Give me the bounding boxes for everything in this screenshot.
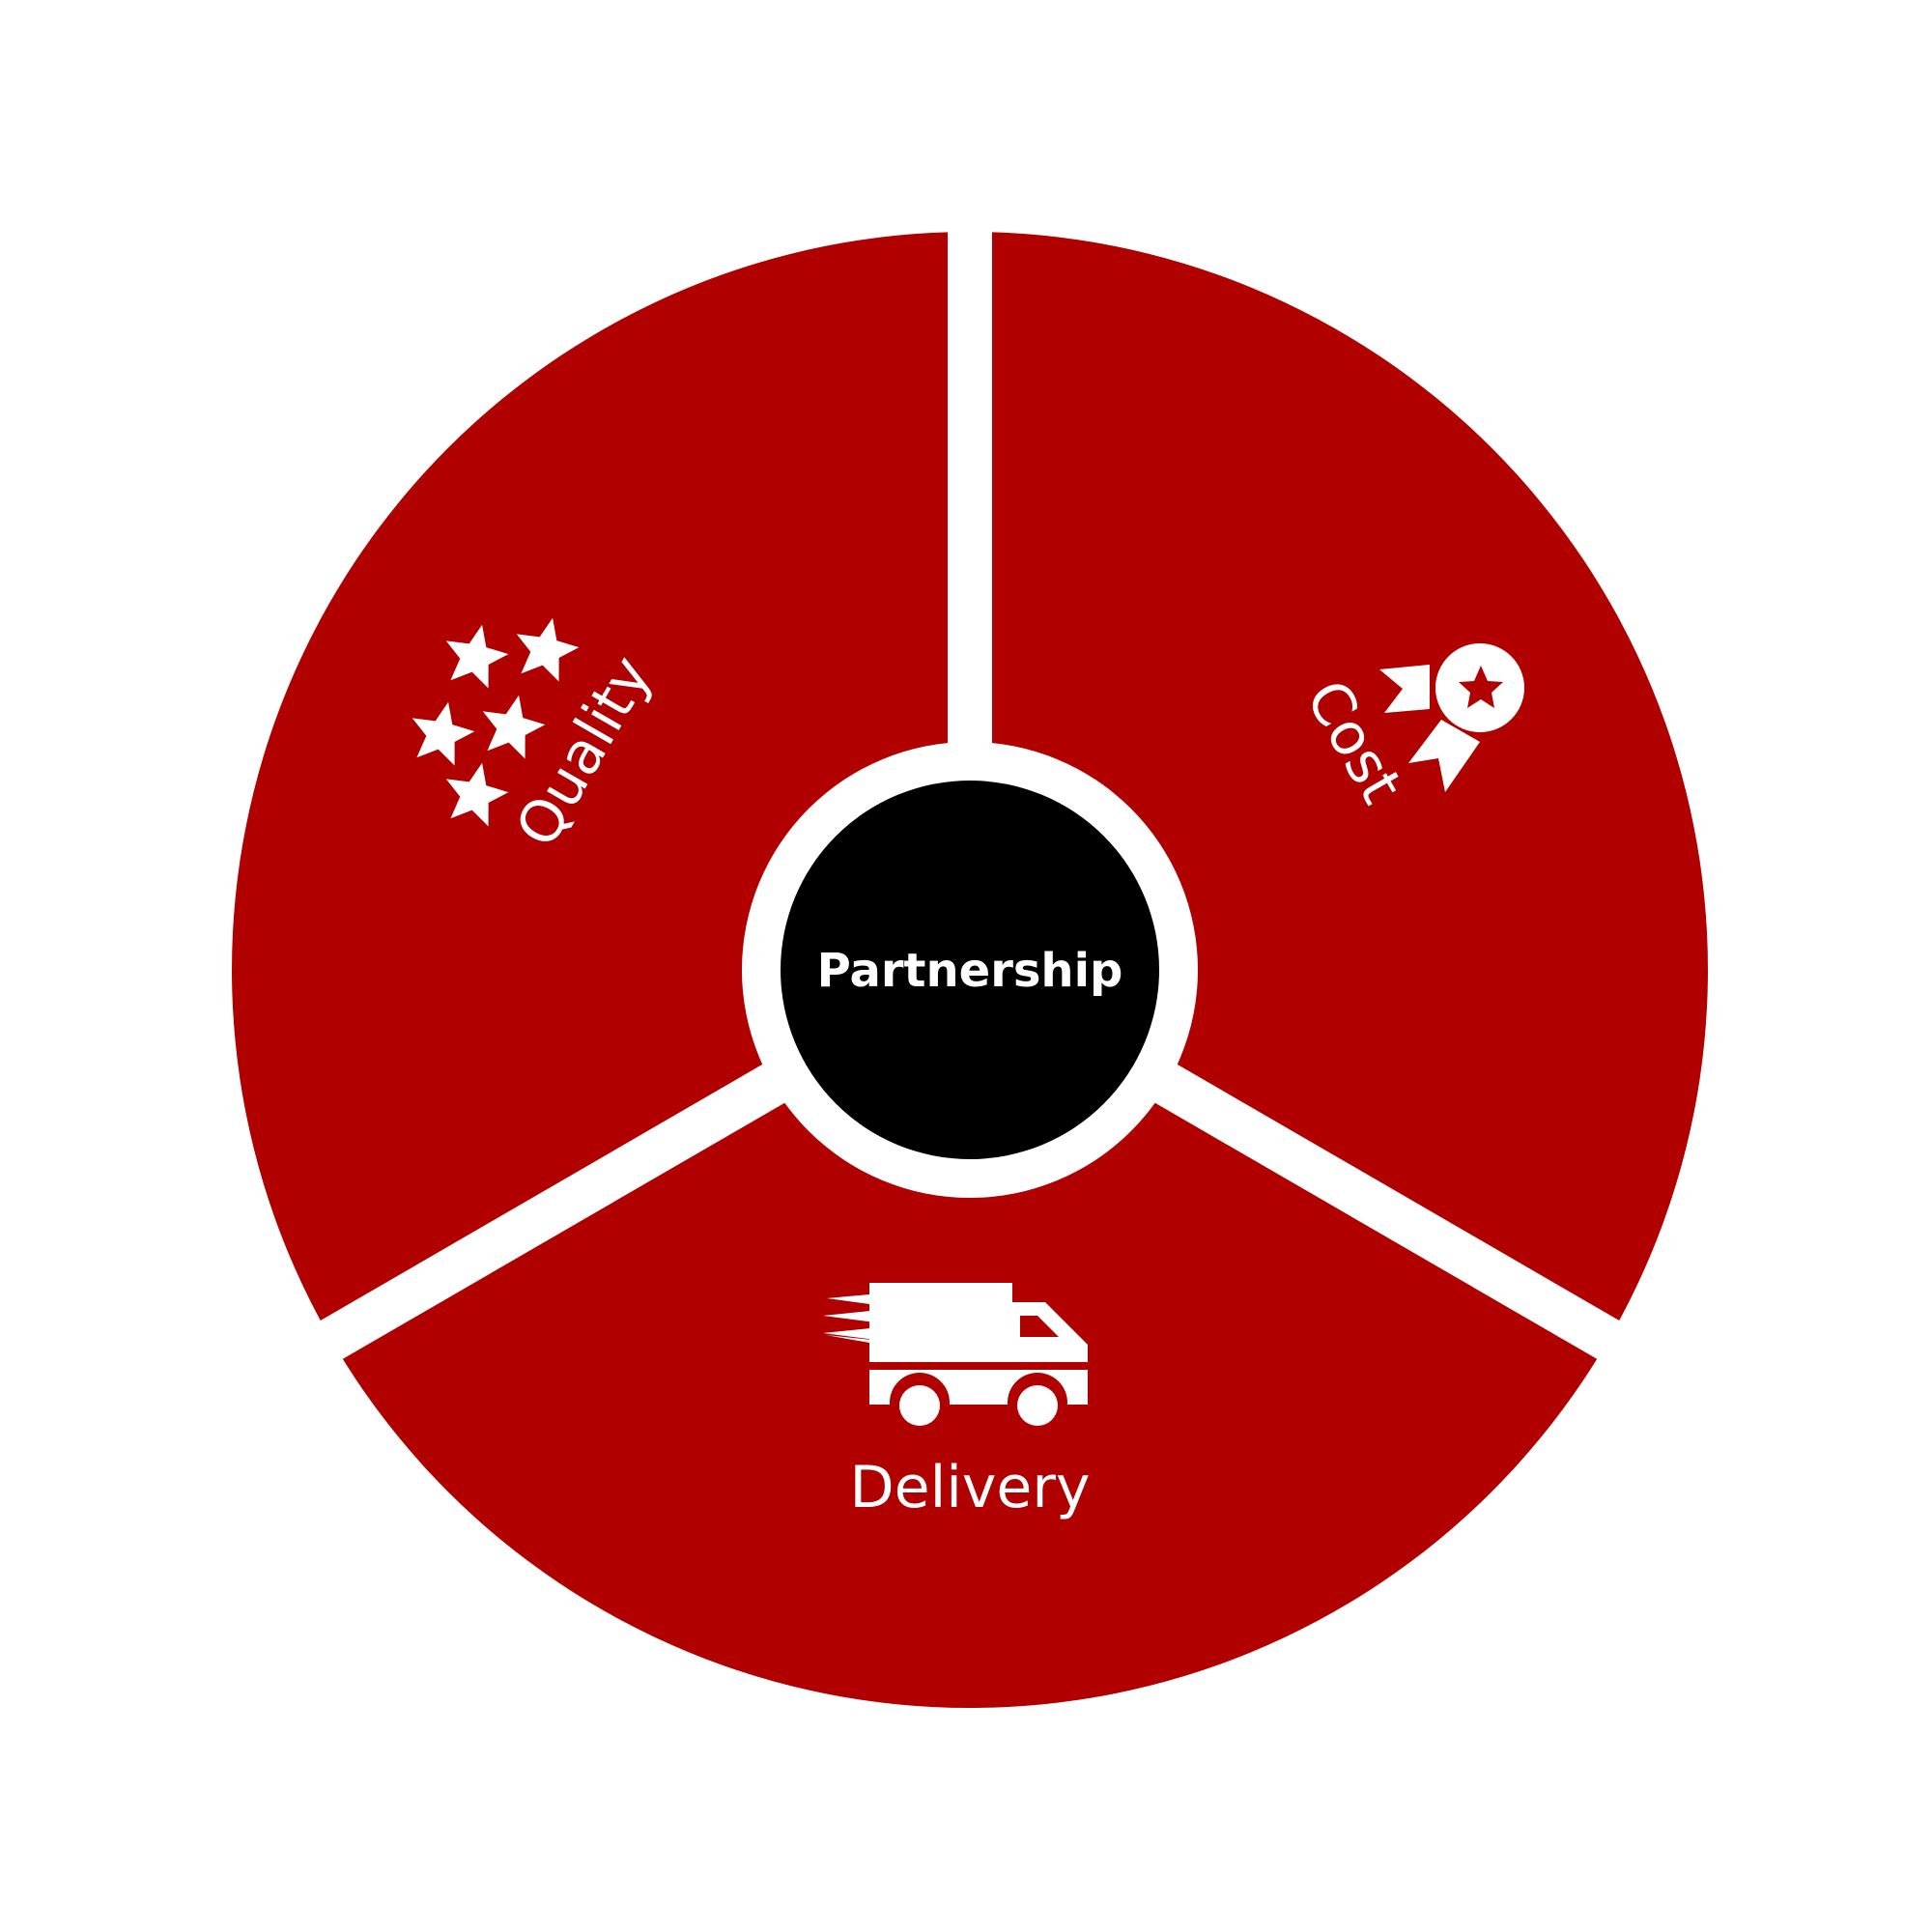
arrow-down-icon — [1408, 720, 1480, 792]
cost-reduction-icon — [1379, 643, 1524, 792]
star-icon — [445, 762, 509, 827]
center-circle — [781, 781, 1159, 1159]
star-icon — [445, 624, 509, 689]
star-icon — [412, 701, 475, 766]
stars-icon — [412, 617, 580, 827]
delivery-truck-icon — [823, 1283, 1088, 1433]
arrow-up-icon — [1379, 665, 1430, 713]
truck-window — [1020, 1316, 1059, 1337]
star-icon — [482, 695, 546, 759]
star-icon — [516, 617, 580, 682]
speed-lines-icon — [823, 1294, 898, 1343]
segment-label-delivery: Delivery — [849, 1454, 1090, 1521]
center-label: Partnership — [817, 944, 1123, 998]
wheel-icon — [899, 1385, 940, 1426]
wheel-icon — [1017, 1385, 1058, 1426]
star-icon — [1459, 666, 1503, 708]
